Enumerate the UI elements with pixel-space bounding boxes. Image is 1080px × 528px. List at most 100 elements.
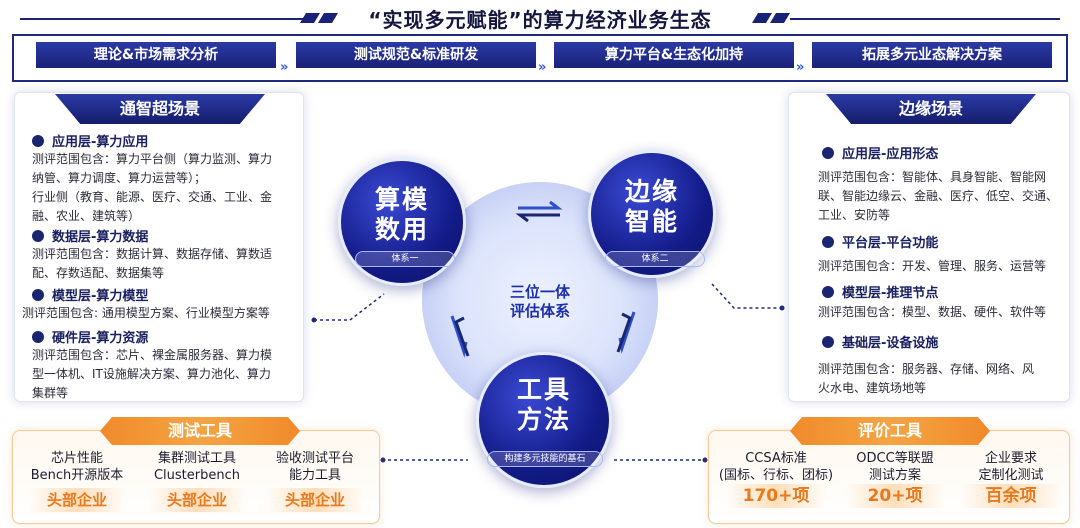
test-tool-1-value: 头部企业 bbox=[28, 488, 126, 512]
desc-line: 配、存数适配、数据集等 bbox=[32, 266, 165, 280]
right-layer-2: 平台层-平台功能 bbox=[822, 232, 938, 251]
layer-name: 应用层-算力应用 bbox=[52, 135, 149, 150]
left-layer-2: 数据层-算力数据 bbox=[32, 226, 148, 245]
test-tool-2-value: 头部企业 bbox=[148, 488, 246, 512]
desc-line: 测评范围包含：模型、数据、硬件、软件等 bbox=[818, 305, 1047, 319]
hub-circle-tools: 工具 方法 构建多元技能的基石 bbox=[476, 352, 612, 488]
circle-label: 体系二 bbox=[605, 251, 705, 267]
page-title: “实现多元赋能”的算力经济业务生态 bbox=[368, 8, 712, 32]
center-line: 评估体系 bbox=[509, 302, 570, 320]
layer-name: 模型层-推理节点 bbox=[842, 286, 939, 301]
eval-tool-2-value: 20+项 bbox=[845, 484, 945, 508]
left-layer-1-desc: 测评范围包含：算力平台侧（算力监测、算力 纳管、算力调度、算力运营等）； 行业侧… bbox=[32, 150, 300, 226]
left-connector bbox=[311, 293, 385, 323]
bullet-dot-icon bbox=[822, 285, 834, 298]
bullet-dot-icon bbox=[32, 134, 44, 147]
desc-line: 联、智能边缘云、金融、医疗、低空、交通、 bbox=[818, 189, 1059, 203]
bottom-right-connector bbox=[614, 457, 708, 463]
stage-3: 算力平台&生态化加持 bbox=[554, 42, 794, 68]
circle-line-1: 算模 bbox=[374, 185, 429, 214]
circle-line-2: 方法 bbox=[516, 405, 571, 434]
title-rule-left bbox=[20, 18, 310, 20]
circle-line-1: 边缘 bbox=[624, 177, 679, 206]
right-layer-1: 应用层-应用形态 bbox=[822, 143, 938, 162]
tool-line: 集群测试工具 bbox=[157, 451, 236, 466]
eval-tools-panel bbox=[708, 430, 1070, 524]
bullet-dot-icon bbox=[32, 229, 44, 242]
eval-tool-1-value: 170+项 bbox=[726, 484, 826, 508]
right-layer-4: 基础层-设备设施 bbox=[822, 332, 938, 351]
bullet-dot-icon bbox=[32, 330, 44, 343]
bullet-dot-icon bbox=[822, 235, 834, 248]
exchange-arrows-top-icon bbox=[515, 200, 563, 222]
desc-line: 工业、安防等 bbox=[818, 208, 891, 222]
chevron-right-icon: » bbox=[538, 60, 547, 75]
bottom-left-connector bbox=[380, 457, 468, 463]
desc-line: 测评范围包含：芯片、裸金属服务器、算力模 bbox=[32, 348, 273, 362]
tool-line: 芯片性能 bbox=[50, 451, 103, 466]
circle-label: 体系一 bbox=[355, 251, 455, 267]
exchange-arrows-left-icon bbox=[450, 315, 470, 358]
desc-line: 纳管、算力调度、算力运营等）； bbox=[32, 171, 207, 185]
right-layer-3-desc: 测评范围包含：模型、数据、硬件、软件等 bbox=[818, 303, 1066, 322]
desc-line: 测评范围包含：智能体、具身智能、智能网 bbox=[818, 170, 1047, 184]
stage-4: 拓展多元业态解决方案 bbox=[812, 42, 1052, 68]
test-tools-title: 测试工具 bbox=[100, 417, 300, 445]
tool-line: Clusterbench bbox=[153, 468, 241, 483]
eval-tools-title: 评价工具 bbox=[790, 417, 990, 445]
right-layer-1-desc: 测评范围包含：智能体、具身智能、智能网 联、智能边缘云、金融、医疗、低空、交通、… bbox=[818, 168, 1066, 225]
left-layer-3-desc: 测评范围包含: 通用模型方案、行业模型方案等 bbox=[22, 304, 302, 323]
tool-line: CCSA标准 bbox=[745, 451, 807, 466]
bullet-dot-icon bbox=[822, 146, 834, 159]
left-layer-3: 模型层-算力模型 bbox=[32, 285, 148, 304]
desc-line: 测评范围包含：算力平台侧（算力监测、算力 bbox=[32, 152, 273, 166]
title-deco-right-icon bbox=[752, 13, 790, 23]
tool-line: Bench开源版本 bbox=[30, 468, 124, 483]
circle-label: 构建多元技能的基石 bbox=[487, 451, 603, 467]
hub-circle-system-two: 边缘 智能 体系二 bbox=[588, 150, 716, 278]
circle-line-2: 智能 bbox=[624, 207, 679, 236]
exchange-arrows-right-icon bbox=[616, 311, 636, 354]
title-deco-left-icon bbox=[300, 13, 338, 23]
hub-circle-system-one: 算模 数用 体系一 bbox=[338, 158, 466, 286]
tool-line: 能力工具 bbox=[288, 468, 341, 483]
eval-tool-2: ODCC等联盟 测试方案 bbox=[840, 450, 950, 484]
left-layer-2-desc: 测评范围包含：数据计算、数据存储、算数适 配、存数适配、数据集等 bbox=[32, 245, 300, 283]
center-line: 三位一体 bbox=[509, 283, 570, 301]
chevron-right-icon: » bbox=[280, 60, 289, 75]
right-layer-3: 模型层-推理节点 bbox=[822, 282, 938, 301]
center-label: 三位一体 评估体系 bbox=[490, 283, 590, 321]
title-rule-right bbox=[790, 18, 1060, 20]
bullet-dot-icon bbox=[822, 335, 834, 348]
tool-line: ODCC等联盟 bbox=[856, 451, 934, 466]
circle-line-1: 工具 bbox=[516, 375, 571, 404]
layer-name: 基础层-设备设施 bbox=[842, 336, 939, 351]
right-layer-2-desc: 测评范围包含：开发、管理、服务、运营等 bbox=[818, 257, 1066, 276]
right-panel-title: 边缘场景 bbox=[826, 94, 1036, 124]
right-connector bbox=[711, 283, 785, 311]
right-layer-4-desc: 测评范围包含：服务器、存储、网络、风 火水电、建筑场地等 bbox=[818, 360, 1066, 398]
bullet-dot-icon bbox=[32, 288, 44, 301]
right-scenario-panel bbox=[788, 92, 1070, 402]
tool-line: 验收测试平台 bbox=[275, 451, 354, 466]
stage-1: 理论&市场需求分析 bbox=[36, 42, 276, 68]
desc-line: 型一体机、IT设施解决方案、算力池化、算力 bbox=[32, 367, 271, 381]
tool-line: 企业要求 bbox=[984, 451, 1037, 466]
left-layer-1: 应用层-算力应用 bbox=[32, 131, 148, 150]
eval-tool-1: CCSA标准 (国标、行标、团标) bbox=[710, 450, 842, 484]
desc-line: 行业侧（教育、能源、医疗、交通、工业、金 bbox=[32, 190, 273, 204]
tool-line: (国标、行标、团标) bbox=[718, 468, 834, 483]
eval-tool-3-value: 百余项 bbox=[961, 484, 1061, 508]
tool-line: 测试方案 bbox=[868, 468, 921, 483]
test-tool-2: 集群测试工具 Clusterbench bbox=[138, 450, 256, 484]
desc-line: 测评范围包含：服务器、存储、网络、风 bbox=[818, 362, 1035, 376]
desc-line: 测评范围包含: 通用模型方案、行业模型方案等 bbox=[22, 306, 270, 320]
test-tool-1: 芯片性能 Bench开源版本 bbox=[18, 450, 136, 484]
layer-name: 数据层-算力数据 bbox=[52, 230, 149, 245]
left-panel-title: 通智超场景 bbox=[55, 94, 265, 124]
left-layer-4: 硬件层-算力资源 bbox=[32, 327, 148, 346]
layer-name: 平台层-平台功能 bbox=[842, 236, 939, 251]
desc-line: 测评范围包含：开发、管理、服务、运营等 bbox=[818, 259, 1047, 273]
test-tool-3-value: 头部企业 bbox=[266, 488, 364, 512]
desc-line: 测评范围包含：数据计算、数据存储、算数适 bbox=[32, 247, 273, 261]
